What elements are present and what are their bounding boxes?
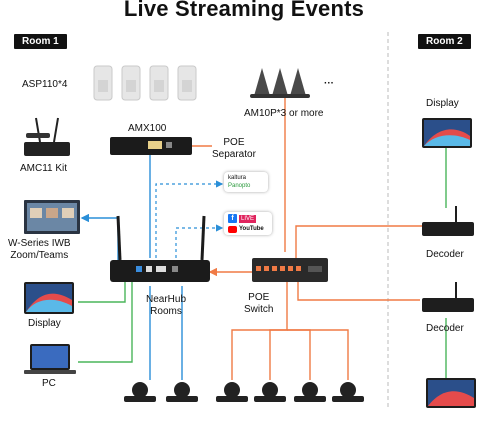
camera-group bbox=[124, 382, 364, 402]
camera-3 bbox=[216, 382, 248, 402]
youtube-label: YouTube bbox=[239, 226, 264, 232]
iwb-device bbox=[24, 200, 80, 234]
mic-3 bbox=[290, 68, 306, 96]
kaltura-panopto-badge: kaltura Panopto bbox=[224, 172, 268, 192]
display-left-label: Display bbox=[28, 318, 61, 329]
decoder-2-device bbox=[422, 282, 474, 312]
nearhub-device bbox=[110, 215, 210, 282]
mic-1 bbox=[254, 68, 270, 96]
mic-2 bbox=[272, 68, 288, 96]
poe-switch-device bbox=[252, 258, 328, 282]
poe-separator-label: POE Separator bbox=[212, 137, 256, 160]
facebook-live-label: LIVE bbox=[239, 214, 257, 223]
youtube-icon bbox=[228, 225, 237, 233]
camera-5 bbox=[294, 382, 326, 402]
display-bottom-right-device bbox=[426, 378, 476, 408]
pc-device bbox=[24, 344, 76, 374]
camera-1 bbox=[124, 382, 156, 402]
dashed-wires bbox=[155, 180, 224, 258]
amx100-device bbox=[110, 137, 192, 155]
room-1-badge: Room 1 bbox=[14, 34, 67, 49]
display-right-label: Display bbox=[426, 98, 459, 109]
green-wires bbox=[78, 138, 447, 380]
amx100-label: AMX100 bbox=[128, 123, 167, 134]
amc11-label: AMC11 Kit bbox=[20, 163, 68, 174]
page-title: Live Streaming Events bbox=[123, 0, 365, 21]
facebook-icon: f bbox=[228, 214, 237, 223]
mics-label: AM10P*3 or more bbox=[244, 108, 324, 119]
poe-switch-label: POE Switch bbox=[244, 292, 274, 315]
mic-group bbox=[250, 68, 310, 98]
decoder-1-label: Decoder bbox=[426, 249, 464, 260]
mics-more-label: ··· bbox=[324, 78, 334, 89]
speakers-label: ASP110*4 bbox=[22, 79, 68, 90]
panopto-label: Panopto bbox=[228, 183, 251, 189]
camera-2 bbox=[166, 382, 198, 402]
kaltura-label: kaltura bbox=[228, 175, 247, 181]
speaker-group bbox=[93, 65, 197, 101]
amc11-device bbox=[24, 117, 70, 156]
decoder-1-device bbox=[422, 206, 474, 236]
room-2-badge: Room 2 bbox=[418, 34, 471, 49]
streaming-services-badge: f LIVE YouTube bbox=[224, 212, 272, 235]
display-right-device bbox=[422, 118, 472, 148]
iwb-label: W-Series IWB Zoom/Teams bbox=[8, 238, 71, 261]
decoder-2-label: Decoder bbox=[426, 323, 464, 334]
display-left-device bbox=[24, 282, 74, 314]
camera-4 bbox=[254, 382, 286, 402]
pc-label: PC bbox=[42, 378, 56, 389]
camera-6 bbox=[332, 382, 364, 402]
nearhub-label: NearHub Rooms bbox=[146, 294, 187, 317]
orange-wires bbox=[192, 97, 430, 380]
